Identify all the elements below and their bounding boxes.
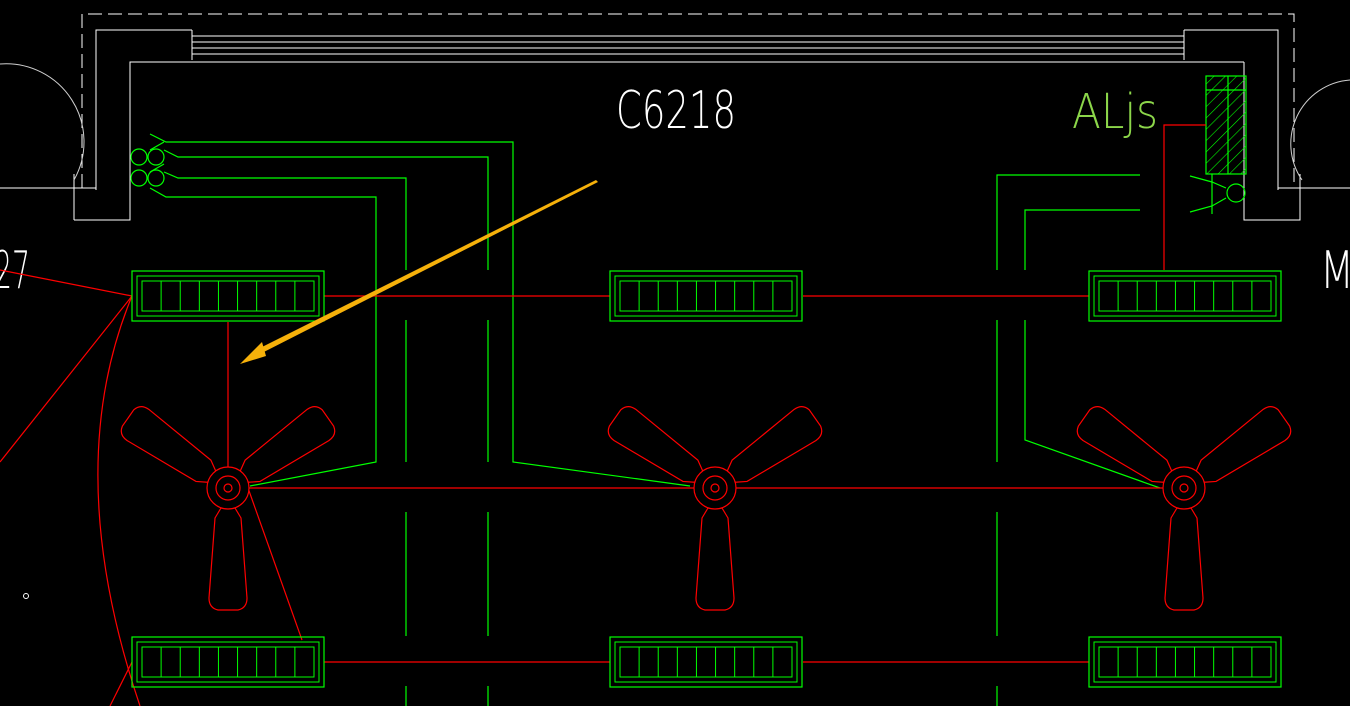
ceiling-fan-left	[120, 405, 336, 611]
wire-arc-left	[97, 295, 141, 706]
window-glazing	[192, 35, 1184, 55]
panel-hatch	[1205, 75, 1247, 175]
wire-segment	[0, 269, 133, 297]
right-edge-text: M	[1320, 241, 1350, 301]
circuit-run-6	[1024, 209, 1140, 270]
fan-blade	[1076, 405, 1173, 483]
fan-blade	[239, 405, 336, 483]
panel-feed-wire	[1163, 124, 1206, 270]
fan-hub-center	[710, 483, 720, 493]
fixture-outer	[1088, 270, 1282, 322]
wall-line-left-1	[95, 29, 192, 190]
circuit-tick	[149, 163, 165, 173]
circuit-tick	[149, 141, 165, 151]
door-swing-left	[0, 63, 85, 181]
fan-blade-outline	[1076, 405, 1173, 483]
light-fixture-bottom-center	[609, 636, 803, 688]
fan-hub-center	[1179, 483, 1189, 493]
fan-blade-outline	[120, 405, 217, 483]
fixture-outer	[131, 636, 325, 688]
fixture-core	[1098, 280, 1272, 312]
fixture-core	[1098, 646, 1272, 678]
fan-blade-outline	[208, 507, 248, 611]
light-fixture-top-center	[609, 270, 803, 322]
circuit-run-5	[996, 174, 1140, 270]
door-swing-right	[1290, 79, 1350, 181]
fixture-inner	[614, 641, 798, 683]
ceiling-fan-center	[607, 405, 823, 611]
fixture-inner	[614, 275, 798, 317]
fan-hub-middle	[215, 475, 241, 501]
panel-code-label: ALjs	[1072, 84, 1158, 140]
fan-hub-center	[223, 483, 233, 493]
fixture-core	[141, 280, 315, 312]
outlet-symbol	[1226, 183, 1246, 203]
wire-segment	[247, 487, 303, 641]
fan-hub-middle	[702, 475, 728, 501]
arrow-head	[240, 342, 266, 364]
wall-line-right-1	[1184, 29, 1279, 190]
fan-blade	[607, 405, 704, 483]
room-code-label: C6218	[616, 81, 736, 141]
fixture-inner	[1093, 275, 1277, 317]
fixture-core	[141, 646, 315, 678]
circuit-run-4	[149, 187, 377, 487]
fan-blade-outline	[1195, 405, 1292, 483]
circuit-run-7	[1024, 320, 1161, 489]
fan-blade	[1195, 405, 1292, 483]
light-fixture-bottom-right	[1088, 636, 1282, 688]
wire-segment	[0, 295, 133, 463]
light-fixtures	[131, 270, 1282, 688]
fan-hub-outer	[206, 466, 250, 510]
fixture-core	[619, 280, 793, 312]
outlet-symbol	[130, 169, 148, 187]
wall-outer-dashed	[81, 13, 1295, 188]
fixture-outer	[609, 636, 803, 688]
fan-blade	[1164, 507, 1204, 611]
fan-hub-outer	[1162, 466, 1206, 510]
fan-blade	[208, 507, 248, 611]
fan-blade	[695, 507, 735, 611]
arrow-shaft	[252, 180, 598, 358]
ceiling-fan-right	[1076, 405, 1292, 611]
circuit-run-1	[149, 133, 691, 487]
outlet-symbol	[147, 169, 165, 187]
fixture-inner	[1093, 641, 1277, 683]
wall-inner-left	[74, 61, 1244, 221]
light-fixture-bottom-left	[131, 636, 325, 688]
fixture-outer	[131, 270, 325, 322]
light-fixture-top-left	[131, 270, 325, 322]
fan-blade-outline	[695, 507, 735, 611]
annotation-arrow	[240, 180, 598, 364]
reference-dot	[23, 593, 29, 599]
circuit-runs	[130, 133, 1246, 706]
fan-blade	[120, 405, 217, 483]
fan-blade-outline	[726, 405, 823, 483]
fixture-inner	[136, 641, 320, 683]
fixture-inner	[136, 275, 320, 317]
electrical-panel	[1205, 75, 1247, 175]
fixture-core	[619, 646, 793, 678]
fan-blade-outline	[1164, 507, 1204, 611]
wire-segment	[109, 661, 133, 706]
fan-blade-outline	[607, 405, 704, 483]
fan-hub-outer	[693, 466, 737, 510]
circuit-run-2	[163, 149, 489, 270]
outlet-symbol	[130, 148, 148, 166]
fan-blade	[726, 405, 823, 483]
wall-outline	[0, 13, 1350, 221]
fixture-outer	[609, 270, 803, 322]
outlet-symbol	[147, 148, 165, 166]
fixture-outer	[1088, 636, 1282, 688]
fan-hub-middle	[1171, 475, 1197, 501]
light-fixture-top-right	[1088, 270, 1282, 322]
fan-blade-outline	[239, 405, 336, 483]
ceiling-fans	[120, 405, 1292, 611]
circuit-run-3	[163, 171, 407, 270]
